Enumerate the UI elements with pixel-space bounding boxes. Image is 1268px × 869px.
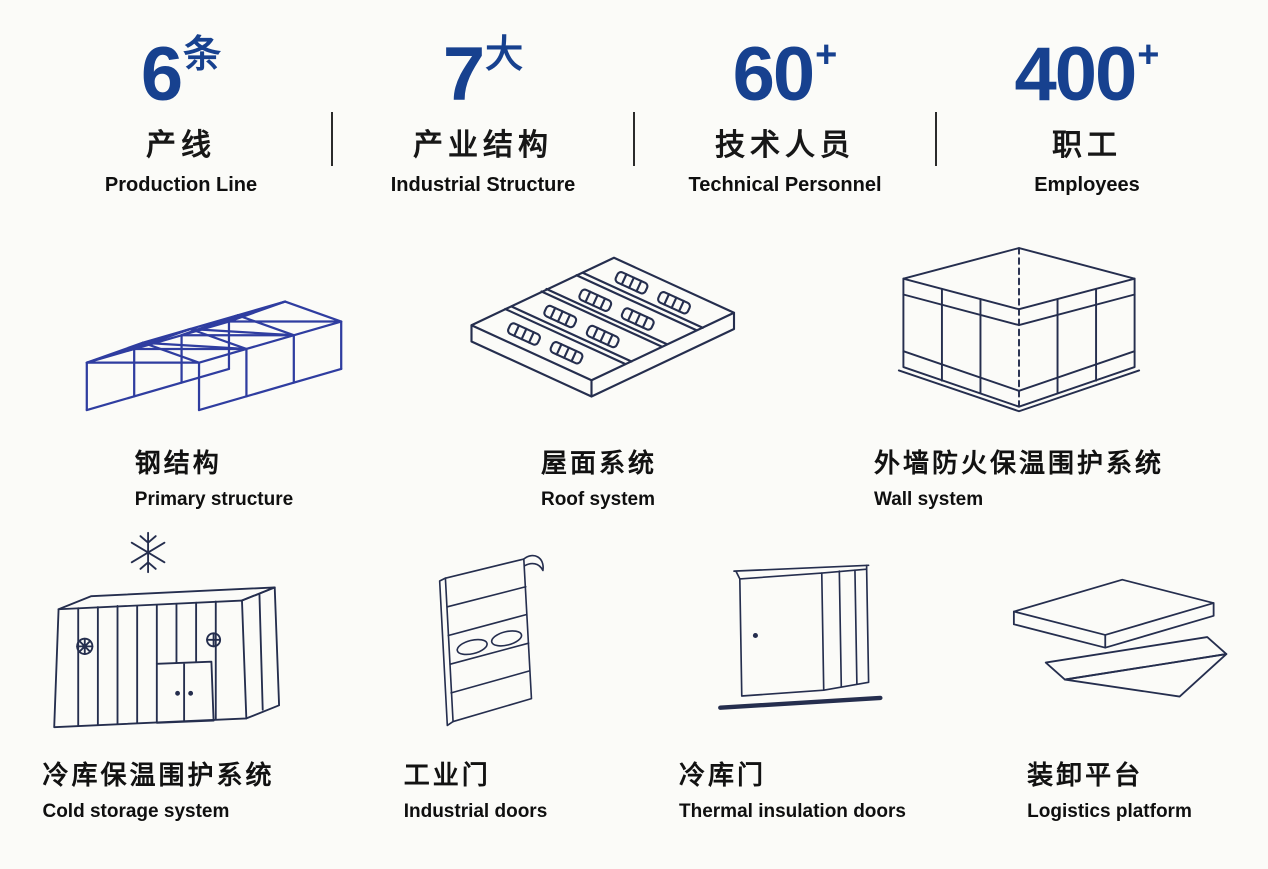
product-dock-leveler: 装卸平台 Logistics platform	[951, 533, 1268, 823]
product-name-zh: 外墙防火保温围护系统	[873, 447, 1164, 478]
dock-leveler-illustration	[1012, 578, 1228, 698]
product-name-zh: 装卸平台	[1027, 759, 1144, 790]
product-name-zh: 屋面系统	[540, 447, 657, 478]
illustration-box	[449, 231, 749, 427]
product-caption: 装卸平台 Logistics platform	[1027, 739, 1192, 823]
cold-storage-illustration	[52, 531, 280, 728]
stat-label-en: Technical Personnel	[688, 173, 882, 196]
stat-number: 7 大	[442, 32, 524, 117]
wall-enclosure-illustration	[897, 247, 1141, 413]
illustration-box	[675, 533, 910, 739]
stat-value: 60	[732, 32, 816, 117]
stat-label-zh: 技术人员	[715, 128, 855, 162]
product-wall-system: 外墙防火保温围护系统 Wall system	[792, 231, 1247, 511]
product-industrial-door: 工业门 Industrial doors	[317, 533, 634, 823]
stat-label-zh: 产业结构	[413, 128, 553, 162]
product-name-zh: 钢结构	[134, 447, 222, 478]
stat-value: 6	[140, 32, 183, 117]
stat-number: 6 条	[140, 32, 222, 117]
product-name-en: Roof system	[540, 488, 656, 510]
cold-room-door-illustration	[718, 564, 883, 710]
stat-unit: +	[815, 34, 838, 76]
product-name-en: Logistics platform	[1027, 800, 1192, 822]
product-name-zh: 冷库门	[679, 759, 767, 790]
illustration-box	[982, 533, 1237, 739]
product-caption: 屋面系统 Roof system	[541, 427, 657, 511]
vertical-divider	[935, 112, 937, 166]
product-steel-structure: 钢结构 Primary structure	[22, 231, 407, 511]
stat-unit: 大	[485, 34, 524, 76]
product-name-zh: 冷库保温围护系统	[42, 759, 275, 790]
illustration-box	[64, 231, 364, 427]
vertical-divider	[331, 112, 333, 166]
stat-number: 60 +	[732, 32, 838, 117]
roof-panel-illustration	[470, 256, 736, 398]
steel-structure-illustration	[85, 300, 343, 412]
product-cold-room-door: 冷库门 Thermal insulation doors	[634, 533, 951, 823]
stat-label-zh: 职工	[1052, 128, 1122, 162]
illustration-box	[28, 531, 290, 739]
product-cold-storage: 冷库保温围护系统 Cold storage system	[0, 531, 317, 823]
stat-employees: 400 + 职工 Employees	[937, 32, 1237, 197]
stat-value: 400	[1014, 32, 1137, 117]
stats-row: 6 条 产线 Production Line 7 大 产业结构 Industri…	[0, 32, 1268, 197]
stat-industrial-structure: 7 大 产业结构 Industrial Structure	[333, 32, 633, 197]
stat-production-lines: 6 条 产线 Production Line	[31, 32, 331, 197]
industrial-door-illustration	[438, 554, 544, 727]
products-row-2: 冷库保温围护系统 Cold storage system 工业门 Industr…	[0, 531, 1268, 823]
stat-unit: +	[1137, 34, 1160, 76]
product-name-en: Thermal insulation doors	[679, 800, 906, 822]
product-caption: 冷库保温围护系统 Cold storage system	[42, 739, 274, 823]
products-row-1: 钢结构 Primary structure	[0, 231, 1268, 511]
product-name-en: Cold storage system	[42, 800, 230, 822]
product-caption: 冷库门 Thermal insulation doors	[679, 739, 906, 823]
illustration-box	[361, 533, 591, 739]
product-name-en: Industrial doors	[403, 800, 548, 822]
stat-value: 7	[442, 32, 485, 117]
stat-label-zh: 产线	[146, 128, 216, 162]
stat-label-en: Industrial Structure	[390, 173, 576, 196]
snowflake-icon	[130, 531, 165, 573]
stat-label-en: Production Line	[104, 173, 258, 196]
product-roof-system: 屋面系统 Roof system	[407, 231, 792, 511]
stat-technical-personnel: 60 + 技术人员 Technical Personnel	[635, 32, 935, 197]
illustration-box	[883, 231, 1155, 427]
stat-number: 400 +	[1014, 32, 1160, 117]
stat-label-en: Employees	[1034, 173, 1140, 196]
product-name-zh: 工业门	[403, 759, 491, 790]
product-caption: 钢结构 Primary structure	[135, 427, 293, 511]
product-name-en: Primary structure	[134, 488, 294, 510]
product-name-en: Wall system	[873, 488, 984, 510]
product-caption: 外墙防火保温围护系统 Wall system	[874, 427, 1164, 511]
product-caption: 工业门 Industrial doors	[404, 739, 548, 823]
stat-unit: 条	[183, 34, 222, 76]
vertical-divider	[633, 112, 635, 166]
